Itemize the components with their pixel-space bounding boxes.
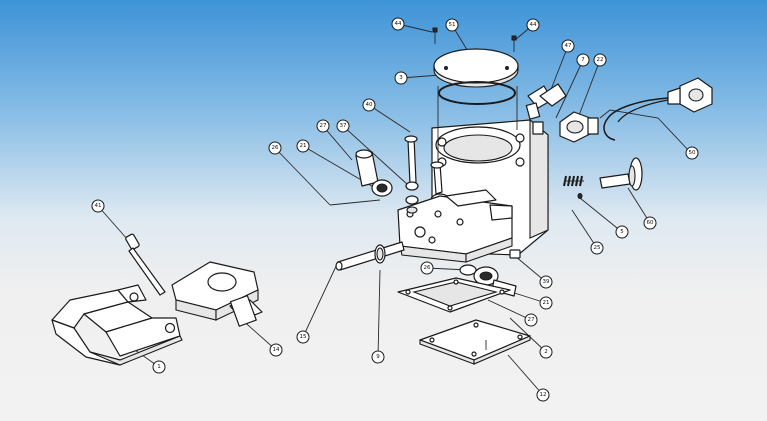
callout-39: 39 [539,275,553,289]
callout-12: 12 [536,388,550,402]
plug-39 [509,249,521,259]
callout-27a: 27 [316,119,330,133]
callout-44a: 44 [391,17,405,31]
callout-41: 41 [91,199,105,213]
spring-25 [563,175,584,187]
callout-60: 60 [643,216,657,230]
plate-2 [397,277,511,313]
callout-label: 7 [581,57,585,63]
callout-9: 9 [371,350,385,364]
callout-label: 26 [272,145,279,151]
screws-44 [432,27,517,52]
callout-26a: 26 [268,141,282,155]
callouts: 44 51 44 3 47 7 22 40 27 37 26 21 50 41 … [91,17,699,402]
callout-label: 14 [273,347,280,353]
callout-26b: 26 [420,261,434,275]
callout-label: 50 [689,150,696,156]
callout-label: 22 [597,57,604,63]
callout-label: 9 [376,354,380,360]
plate-12 [419,319,531,365]
callout-label: 21 [543,300,550,306]
cover-disc-51 [433,48,519,88]
callout-label: 15 [300,334,307,340]
pin-5 [577,193,583,199]
callout-40: 40 [362,98,376,112]
fitting-7 [532,121,544,135]
callout-label: 44 [395,21,402,27]
callout-label: 5 [620,229,624,235]
callout-22: 22 [593,53,607,67]
callout-3: 3 [394,71,408,85]
leader-lines [97,23,691,396]
callout-37: 37 [336,119,350,133]
callout-label: 21 [300,143,307,149]
cable-connector-50 [603,77,713,141]
knob-60 [599,157,643,191]
callout-label: 12 [540,392,547,398]
callout-label: 51 [449,22,456,28]
main-body [397,118,549,263]
callout-2: 2 [539,345,553,359]
callout-5: 5 [615,225,629,239]
o-ring-3 [437,81,518,165]
callout-15: 15 [296,330,310,344]
callout-label: 26 [424,265,431,271]
callout-label: 47 [565,43,572,49]
callout-25: 25 [590,241,604,255]
shaft-15 [335,241,405,271]
hex-fitting-22 [559,111,599,143]
callout-1: 1 [152,360,166,374]
callout-7: 7 [576,53,590,67]
callout-label: 44 [530,22,537,28]
callout-44b: 44 [526,18,540,32]
callout-14: 14 [269,343,283,357]
callout-21b: 21 [539,296,553,310]
callout-label: 2 [544,349,548,355]
callout-label: 41 [95,203,102,209]
callout-47: 47 [561,39,575,53]
screw-41 [125,233,166,296]
bracket-1 [51,284,183,366]
elbow-fitting-47 [525,83,567,120]
callout-50: 50 [685,146,699,160]
callout-label: 27 [320,123,327,129]
callout-21a: 21 [296,139,310,153]
callout-label: 1 [157,364,161,370]
callout-51: 51 [445,18,459,32]
clamp-block-14 [171,261,263,327]
pins-40 [404,135,444,195]
callout-label: 39 [543,279,550,285]
callout-label: 60 [647,220,654,226]
callout-label: 40 [366,102,373,108]
callout-label: 37 [340,123,347,129]
callout-label: 25 [594,245,601,251]
spool-stack-upper [355,149,419,214]
callout-label: 3 [399,75,403,81]
callout-label: 27 [528,317,535,323]
callout-27b: 27 [524,313,538,327]
